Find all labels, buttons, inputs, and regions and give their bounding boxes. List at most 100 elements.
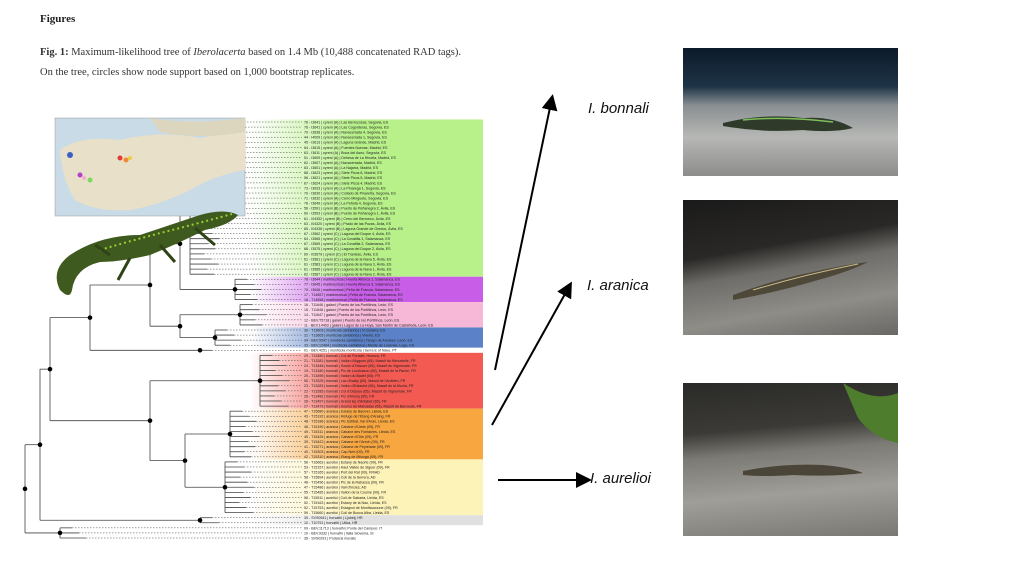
- lizard-illustration: [56, 211, 238, 295]
- tip-label: 44 - I4009 | cyreni (A) | Navacerrada 1,…: [304, 136, 387, 140]
- lizard-photo-icon: [723, 116, 853, 132]
- photo-bonnali: [683, 48, 898, 176]
- tip-label: 36 - SVS0291 | Podarcis muralis: [304, 536, 356, 540]
- tip-label: 23 - T13283 | bonnali | Vallon d'Estaubé…: [304, 384, 414, 388]
- caption-text: Maximum-likelihood tree of: [68, 47, 194, 58]
- tip-label: 79 - I3646 | martinezricai | Peña de Fra…: [304, 288, 400, 292]
- support-circle: [37, 442, 43, 448]
- caption-line-2: On the tree, circles show node support b…: [40, 67, 355, 78]
- tip-label: 63 - I3601 | cyreni (A) | La Najarra, Ma…: [304, 166, 379, 170]
- tip-label: 43 - T15192 | aranica | Refuge de l'Étan…: [304, 414, 391, 419]
- tip-label: 15 - T11648 | galani | Puerto de los Por…: [304, 308, 394, 312]
- tip-label: 40 - T15303 | aranica | Cap Nert (09), F…: [304, 450, 370, 454]
- support-circle: [237, 312, 243, 318]
- tip-label: 61 - I3583 | cyreni (C) | Laguna de la N…: [304, 262, 392, 266]
- tip-label: 24 - T13448 | bonnali | Soulor d'Ossoue …: [304, 364, 417, 368]
- tip-label: 68 - I3575 | cyreni (C) | Laguna del Duq…: [304, 247, 391, 251]
- tip-label: 39 - T15422 | aranica | Cabane de l'Arec…: [304, 440, 385, 444]
- tip-label: 31 - T13605 | monticola cantabrica | Viv…: [304, 333, 380, 337]
- photo-aurelioi: [683, 383, 898, 536]
- tip-label: 58 - T15511 | aurelioi | Coll de Sabarta…: [304, 496, 384, 500]
- arrow-to-bonnali: [494, 94, 558, 371]
- clade-band-galani: [250, 302, 483, 328]
- tip-label: 63 - I04320 | cyreni (B) | Prado de las …: [304, 222, 392, 226]
- clade-band-aurelioi: [250, 459, 483, 516]
- label-aurelioi: I. aurelioi: [590, 470, 651, 487]
- caption-text: based on 1.4 Mb (10,488 concatenated RAD…: [245, 47, 461, 58]
- tip-label: 61 - I04352 | cyreni (B) | Cerro del Ber…: [304, 217, 391, 221]
- tip-label: 35 - SVS0941 | horvathi | Ljubelj, HR: [304, 516, 363, 520]
- tip-label: 29 - T13450 | bonnali | Col de Portalet,…: [304, 354, 386, 358]
- tip-label: 70 - I3638 | cyreni (A) | Navacerrada 4,…: [304, 131, 387, 135]
- clade-band-aranica: [250, 408, 483, 460]
- tip-label: 58 - T15894 | aurelioi | Coll de la Serr…: [304, 476, 376, 480]
- tip-label: 21 - T13281 | bonnali | Vallon d'Aygues …: [304, 359, 416, 363]
- tip-label: 62 - I3587 | cyreni (C) | Laguna de la N…: [304, 273, 392, 277]
- label-bonnali: I. bonnali: [588, 100, 649, 117]
- support-circle: [177, 241, 183, 247]
- tip-label: 42 - T15310 | aranica | Etang de Milouga…: [304, 455, 384, 459]
- tip-label: 76 - I3641 | cyreni (A) | Las Berrocosas…: [304, 120, 389, 124]
- tip-label: 33 - BEV.12494 | monticola cantabrica | …: [304, 344, 415, 348]
- tip-label: 10 - BEV.9332 | horvathi | Italia Sloven…: [304, 531, 373, 535]
- tip-label: 47 - T15680 | aranica | Estany de Bacive…: [304, 410, 389, 414]
- tip-label: 26 - T13482 | bonnali | Pic d'Arrouy (65…: [304, 394, 375, 398]
- tip-label: 18 - T14658 | martinezricai | Peña de Fr…: [304, 298, 403, 302]
- tip-label: 27 - T13473 | bonnali | Source de Marcad…: [304, 404, 422, 408]
- tip-label: 76 - I3641 | cyreni (A) | Las Cogorderas…: [304, 125, 389, 129]
- tip-label: 56 - I3591 | cyreni (B) | Puerto de Peña…: [304, 207, 396, 211]
- tip-label: 41 - T15271 | aranica | Cabane de Peyrel…: [304, 445, 390, 449]
- support-circle: [87, 315, 93, 320]
- lizard-photo-icon: [743, 383, 898, 476]
- label-aranica: I. aranica: [587, 277, 649, 294]
- tip-label: 45 - I3613 | cyreni (A) | Laguna Grande,…: [304, 141, 387, 145]
- tip-label: 59 - T15660 | aurelioi | Coll de Bocca A…: [304, 511, 390, 515]
- arrows: [491, 94, 592, 488]
- support-circle: [197, 517, 203, 523]
- tip-label: 16 - T11646 | galani | Puerto de los Por…: [304, 303, 394, 307]
- tip-label: 77 - I3645 | martinezricai | Huerta Albe…: [304, 283, 401, 287]
- tip-label: 71 - I3632 | cyreni (A) | Cerro Minguete…: [304, 196, 389, 200]
- clade-band-horvathi: [250, 515, 483, 526]
- support-circle: [197, 347, 203, 353]
- figure-caption: Fig. 1: Maximum-likelihood tree of Ibero…: [40, 43, 461, 83]
- tip-label: 63 - I3611 | cyreni (A) | Boca del Asno,…: [304, 151, 387, 155]
- tip-label: 70 - I3630 | cyreni (A) | Collado de Pin…: [304, 191, 396, 195]
- support-circle: [182, 458, 188, 463]
- genus-name: Iberolacerta: [193, 47, 246, 58]
- tip-label: 48 - T15496 | aurelioi | Pic de la Rabas…: [304, 481, 384, 485]
- tip-label: 68 - I3623 | cyreni (A) | Siete Picos 6,…: [304, 171, 383, 175]
- tip-label: 55 - T15485 | aurelioi | Vallon de la Co…: [304, 491, 386, 495]
- tip-label: 67 - I3569 | cyreni (C) | La Covatilla 2…: [304, 242, 391, 246]
- clade-band-outgroup: [250, 525, 483, 541]
- tip-label: 34 - BEV.5547 | monticola cantabrica | T…: [304, 339, 413, 343]
- tip-label: 51 - I3609 | cyreni (A) | Dehesa de La H…: [304, 156, 397, 160]
- support-circle: [212, 335, 218, 340]
- tip-label: 61 - I3585 | cyreni (C) | Laguna de la N…: [304, 268, 392, 272]
- inset-map: [54, 117, 246, 217]
- tip-label: 48 - T15186 | aranica | Pic Estibat, Val…: [304, 420, 395, 424]
- tip-label: 22 - T13285 | bonnali | Col d'Ossoue (65…: [304, 389, 412, 393]
- tip-label: 78 - I3644 | martinezricai | Huerta Albe…: [304, 278, 401, 282]
- tip-label: 50 - T13325 | bonnali | Lac d'Isaby (65)…: [304, 379, 406, 383]
- caption-line-1: Fig. 1: Maximum-likelihood tree of Ibero…: [40, 43, 461, 63]
- tip-label: 17 - T14657 | martinezricai | Peña de Fr…: [304, 293, 403, 297]
- tip-label: 30 - T13603 | monticola cantabrica | N C…: [304, 328, 386, 332]
- arrow-to-aranica: [491, 281, 572, 426]
- tip-label: 60 - I3593 | cyreni (B) | Puerto de Peña…: [304, 212, 396, 216]
- support-circle: [177, 323, 183, 329]
- tip-label: 53 - T15157 | aurelioi | Haut Vallée de …: [304, 465, 390, 469]
- tip-label: 01 - BEV.4251 | monticola monticola | Se…: [304, 349, 398, 353]
- photo-aranica: [683, 200, 898, 335]
- phylogenetic-tree: 76 - I3641 | cyreni (A) | Las Berrocosas…: [22, 117, 483, 541]
- support-circle: [222, 484, 228, 490]
- tip-label: 14 - T11647 | galani | Puerto de los Por…: [304, 313, 394, 317]
- tip-label: 09 - BEV.11713 | horvathi | Ponte del Ca…: [304, 526, 383, 530]
- tip-label: 62 - I3607 | cyreni (A) | Navacerrada, M…: [304, 161, 382, 165]
- tip-label: 11 - BEV.14403 | galani | Lagos de La Ho…: [304, 323, 434, 327]
- figures-heading: Figures: [40, 13, 76, 25]
- support-circle: [57, 530, 63, 536]
- figure-label: Fig. 1:: [40, 47, 69, 58]
- tip-label: 64 - I3615 | cyreni (A) | Fuentes Nuevas…: [304, 146, 388, 150]
- tip-label: 52 - T15753 | aurelioi | Estagnol de Mon…: [304, 506, 398, 510]
